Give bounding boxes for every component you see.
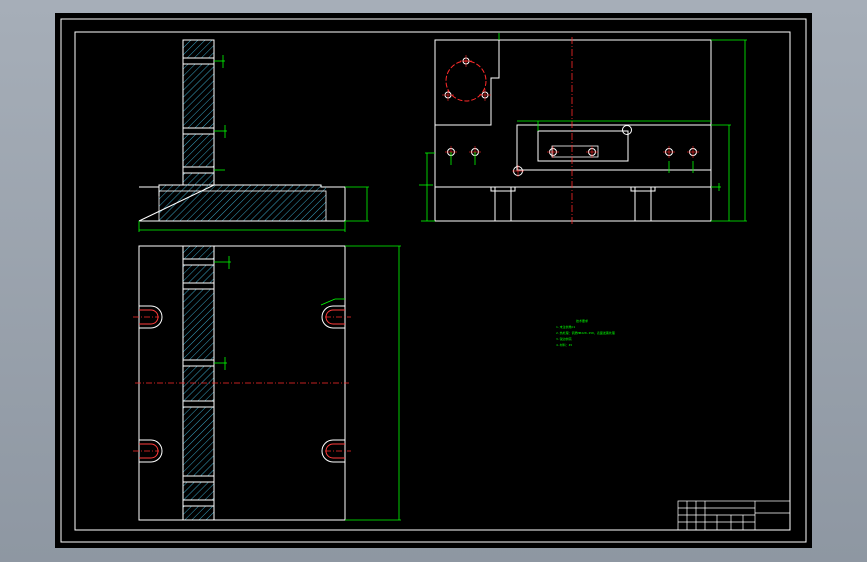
notes-line-2: 2.热处理：调质HB220-250，表面发黑处理 — [556, 331, 615, 335]
drawing-sheet[interactable]: 技术要求 1.未注倒角C1 2.热处理：调质HB220-250，表面发黑处理 3… — [55, 13, 812, 548]
front-elevation — [419, 33, 747, 225]
section-view — [138, 39, 369, 232]
notes-line-1: 1.未注倒角C1 — [556, 325, 576, 329]
outer-border — [60, 18, 807, 543]
technical-notes: 技术要求 1.未注倒角C1 2.热处理：调质HB220-250，表面发黑处理 3… — [556, 318, 615, 348]
inner-border — [74, 31, 791, 531]
plan-view — [133, 245, 401, 521]
notes-heading: 技术要求 — [576, 319, 589, 323]
title-block — [677, 500, 791, 531]
notes-line-3: 3.锐边倒钝 — [556, 337, 572, 341]
notes-line-4: 4.材料：45 — [556, 343, 573, 347]
drawing-geometry — [60, 18, 807, 543]
